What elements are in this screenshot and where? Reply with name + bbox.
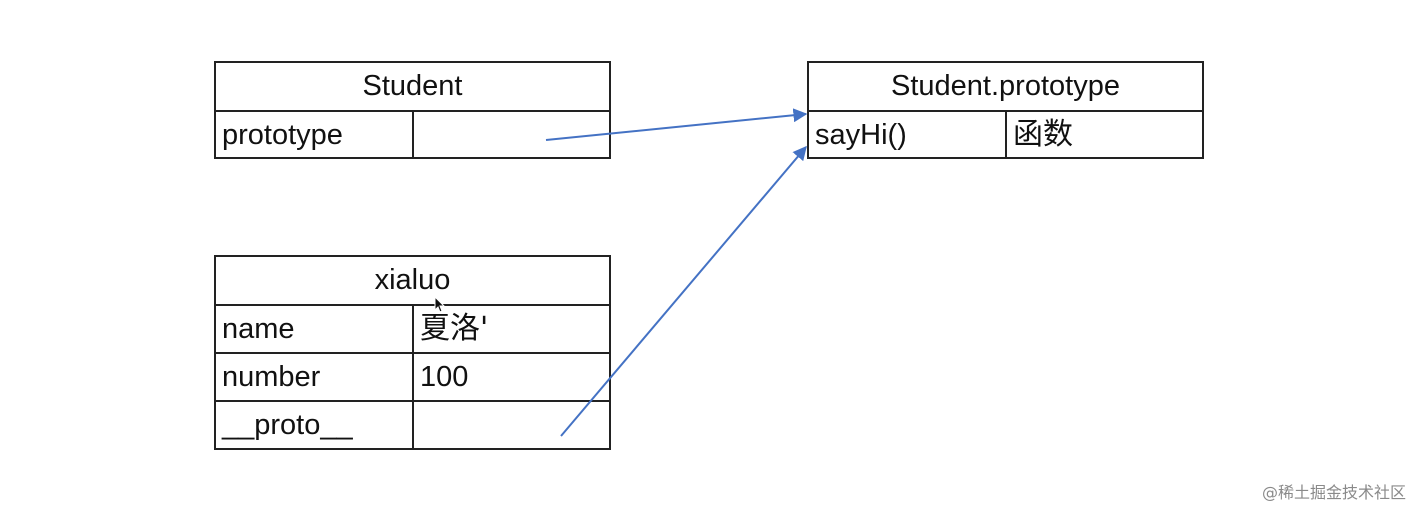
student-prototype-value-sayhi: 函数 [1013, 117, 1073, 152]
xialuo-header-row: xialuo [216, 257, 609, 304]
xialuo-value-name: 夏洛' [420, 311, 489, 346]
student-header-row: Student [216, 63, 609, 110]
xialuo-title: xialuo [374, 264, 451, 296]
student-table: Student prototype [214, 61, 611, 159]
xialuo-key-number: number [216, 354, 414, 400]
xialuo-row-number: number 100 [216, 352, 609, 400]
student-key-prototype: prototype [216, 112, 414, 158]
watermark: @稀土掘金技术社区 [1261, 483, 1406, 502]
xialuo-row-proto: __proto__ [216, 400, 609, 448]
student-prototype-key-sayhi: sayHi() [809, 112, 1007, 158]
xialuo-key-name: name [216, 306, 414, 352]
student-row-prototype: prototype [216, 110, 609, 158]
student-title: Student [362, 70, 463, 102]
student-prototype-table: Student.prototype sayHi() 函数 [807, 61, 1204, 159]
xialuo-key-proto: __proto__ [216, 402, 414, 448]
xialuo-table: xialuo name 夏洛' number 100 __proto__ [214, 255, 611, 450]
xialuo-value-number: 100 [420, 361, 469, 393]
student-prototype-row-sayhi: sayHi() 函数 [809, 110, 1202, 158]
xialuo-row-name: name 夏洛' [216, 304, 609, 352]
student-prototype-header-row: Student.prototype [809, 63, 1202, 110]
student-value-prototype [414, 112, 609, 158]
xialuo-value-proto [414, 402, 609, 448]
mouse-cursor-icon [434, 296, 446, 313]
student-prototype-title: Student.prototype [891, 70, 1120, 102]
